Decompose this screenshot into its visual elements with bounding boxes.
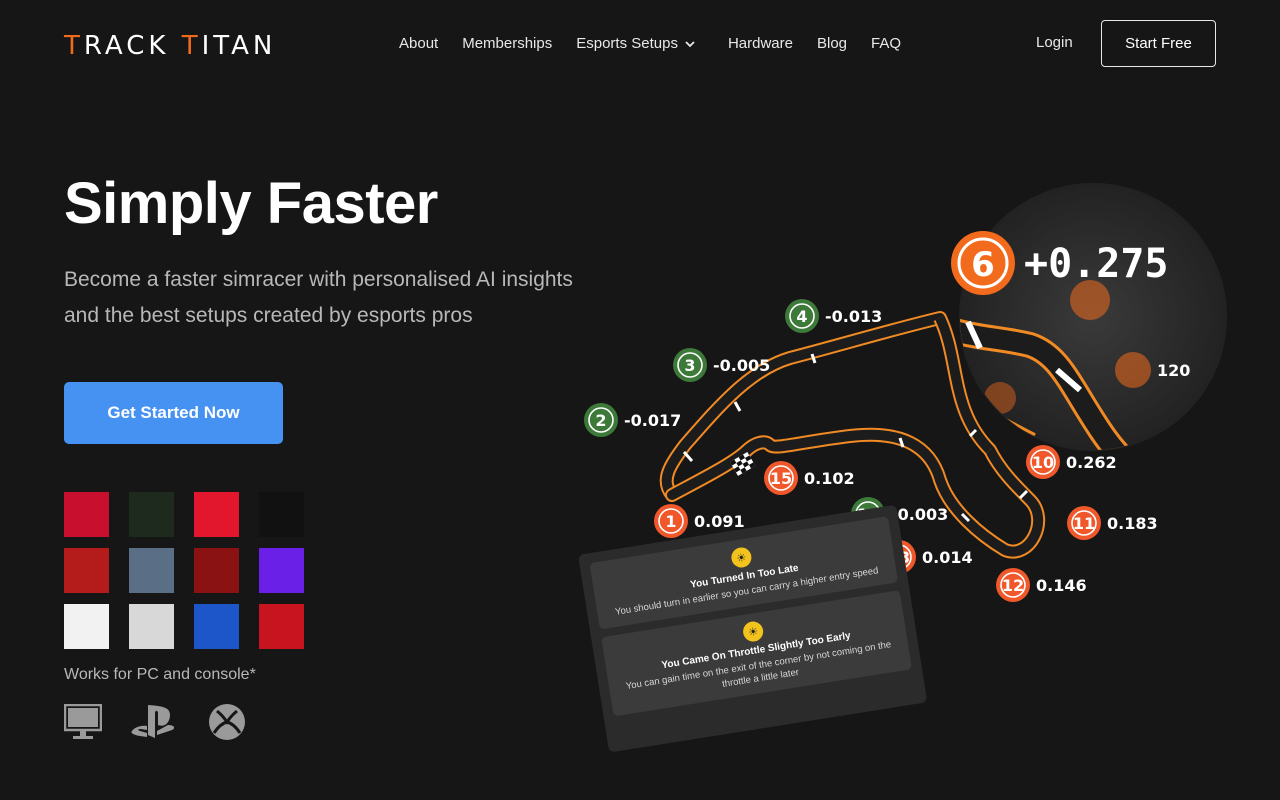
corner-delta: -0.003 xyxy=(891,505,948,524)
pc-monitor-icon xyxy=(64,704,102,739)
corner-badge-3: 3 -0.005 xyxy=(673,348,770,382)
logo-part-a: TRACK xyxy=(64,31,170,61)
corner-badge-2: 2 -0.017 xyxy=(584,403,681,437)
partial-corner-value: 120 xyxy=(1157,361,1190,380)
nav-esports-setups[interactable]: Esports Setups xyxy=(576,35,696,52)
track-map: 6 +0.275 120 1 0.091 2 -0.017 3 -0.005 4 -0.013… xyxy=(584,183,1227,602)
corner-number: 15 xyxy=(770,469,792,488)
corner-delta: 0.262 xyxy=(1066,453,1117,472)
login-link[interactable]: Login xyxy=(1036,34,1073,51)
nav-faq[interactable]: FAQ xyxy=(871,35,902,52)
lightbulb-icon: ☀ xyxy=(729,546,753,569)
lightbulb-icon: ☀ xyxy=(741,620,765,643)
corner-badge-10: 10 0.262 xyxy=(1026,445,1117,479)
nav-esports-setups-label: Esports Setups xyxy=(576,35,678,52)
corner-delta: 0.091 xyxy=(694,512,745,531)
checkered-flag-icon xyxy=(730,452,756,476)
focus-corner-number: 6 xyxy=(971,245,995,285)
logo-part-b: TITAN xyxy=(181,31,277,61)
game-logo xyxy=(259,604,304,649)
hero-title: Simply Faster xyxy=(64,171,438,236)
platform-icons xyxy=(64,703,246,741)
main-nav: About Memberships Esports Setups Hardwar… xyxy=(399,35,901,52)
start-free-button[interactable]: Start Free xyxy=(1101,20,1216,67)
game-logo xyxy=(64,604,109,649)
corner-delta: -0.013 xyxy=(825,307,882,326)
nav-about[interactable]: About xyxy=(399,35,439,52)
corner-number: 2 xyxy=(595,411,606,430)
works-for-text: Works for PC and console* xyxy=(64,666,256,683)
corner-delta: 0.102 xyxy=(804,469,855,488)
corner-number: 1 xyxy=(665,512,676,531)
corner-badge-4: 4 -0.013 xyxy=(785,299,882,333)
corner-number: 4 xyxy=(796,307,807,326)
corner-delta: -0.005 xyxy=(713,356,770,375)
corner-delta: 0.183 xyxy=(1107,514,1158,533)
corner-number: 12 xyxy=(1002,576,1024,595)
logo[interactable]: TRACK TITAN xyxy=(64,31,276,61)
corner-number: 11 xyxy=(1073,514,1095,533)
chevron-down-icon xyxy=(685,40,695,47)
corner-number: 3 xyxy=(684,356,695,375)
focus-corner-badge: 6 +0.275 xyxy=(951,231,1169,295)
playstation-icon xyxy=(131,705,175,738)
nav-blog[interactable]: Blog xyxy=(816,35,848,52)
zoom-lens: 6 +0.275 120 xyxy=(951,183,1227,451)
game-logo xyxy=(129,492,174,537)
corner-delta: 0.014 xyxy=(922,548,973,567)
game-logo xyxy=(194,548,239,593)
corner-badge-15: 15 0.102 xyxy=(764,461,855,495)
corner-badge-12: 12 0.146 xyxy=(996,568,1087,602)
get-started-button[interactable]: Get Started Now xyxy=(64,382,283,444)
corner-badge-1: 1 0.091 xyxy=(654,504,745,538)
game-logo xyxy=(259,548,304,593)
xbox-icon xyxy=(209,704,245,740)
game-logo xyxy=(194,492,239,537)
nav-hardware[interactable]: Hardware xyxy=(727,35,793,52)
game-logo xyxy=(64,548,109,593)
focus-corner-delta: +0.275 xyxy=(1024,241,1169,287)
game-logo xyxy=(64,492,109,537)
track-outline xyxy=(659,311,1046,559)
game-logo xyxy=(194,604,239,649)
corner-number: 10 xyxy=(1032,453,1054,472)
corner-delta: -0.017 xyxy=(624,411,681,430)
game-logo xyxy=(129,548,174,593)
game-logo xyxy=(129,604,174,649)
nav-memberships[interactable]: Memberships xyxy=(462,35,553,52)
corner-delta: 0.146 xyxy=(1036,576,1087,595)
hero-subtitle: Become a faster simracer with personalis… xyxy=(64,268,573,327)
game-logo xyxy=(259,492,304,537)
corner-badge-11: 11 0.183 xyxy=(1067,506,1158,540)
supported-games-grid xyxy=(64,492,304,649)
